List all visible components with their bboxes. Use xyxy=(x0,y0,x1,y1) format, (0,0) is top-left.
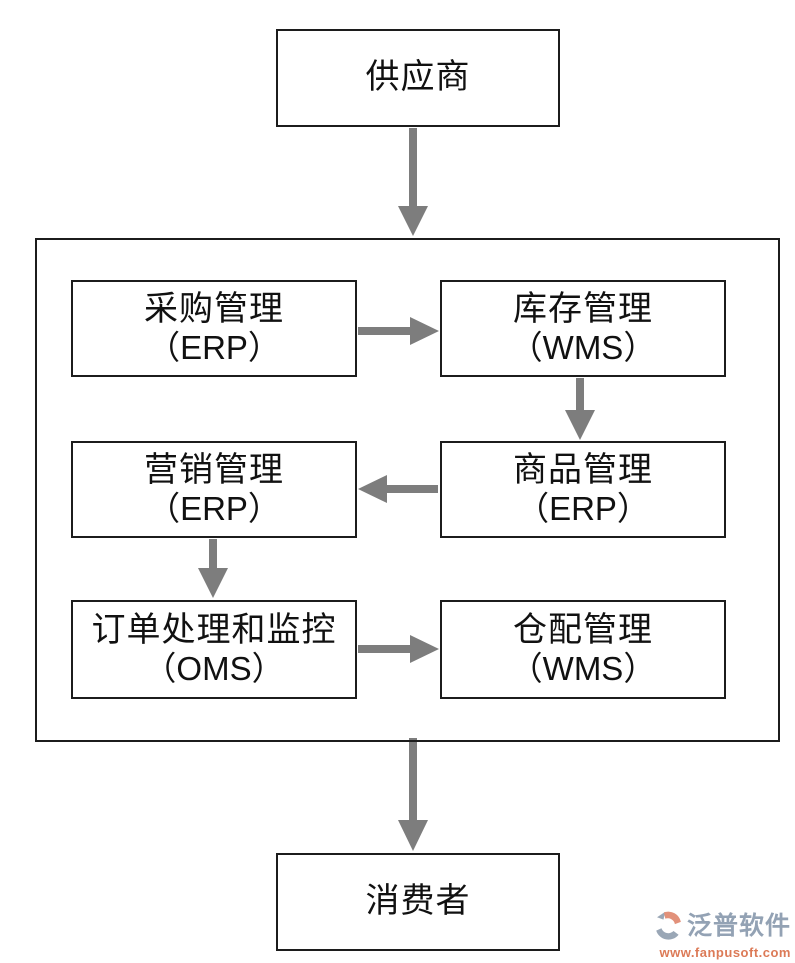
node-supplier: 供应商 xyxy=(276,29,560,127)
node-purchase-label: 采购管理 xyxy=(144,289,284,328)
node-marketing-label: 营销管理 xyxy=(144,450,284,489)
node-warehouse-distribution-management: 仓配管理 （WMS） xyxy=(440,600,726,699)
node-product-system: （ERP） xyxy=(516,490,650,528)
node-purchase-management: 采购管理 （ERP） xyxy=(71,280,357,377)
node-purchase-system: （ERP） xyxy=(147,329,281,367)
node-inventory-management: 库存管理 （WMS） xyxy=(440,280,726,377)
node-warehouse-system: （WMS） xyxy=(509,650,657,688)
arrow-supplier-to-system xyxy=(398,128,428,236)
arrow-system-to-consumer xyxy=(398,738,428,851)
fanpu-watermark: 泛普软件 www.fanpusoft.com xyxy=(652,907,791,959)
node-consumer-label: 消费者 xyxy=(365,882,471,921)
fanpu-logo-icon xyxy=(656,911,681,940)
node-order-label: 订单处理和监控 xyxy=(91,610,337,649)
node-warehouse-label: 仓配管理 xyxy=(513,610,653,649)
node-order-processing-monitoring: 订单处理和监控 （OMS） xyxy=(71,600,357,699)
node-inventory-label: 库存管理 xyxy=(513,289,653,328)
node-product-label: 商品管理 xyxy=(513,450,653,489)
node-order-system: （OMS） xyxy=(143,650,285,688)
node-inventory-system: （WMS） xyxy=(509,329,657,367)
node-marketing-system: （ERP） xyxy=(147,490,281,528)
node-consumer: 消费者 xyxy=(276,853,560,951)
system-boundary-box xyxy=(35,238,780,742)
brand-url: www.fanpusoft.com xyxy=(659,945,791,960)
brand-name: 泛普软件 xyxy=(686,911,791,940)
node-marketing-management: 营销管理 （ERP） xyxy=(71,441,357,538)
node-supplier-label: 供应商 xyxy=(365,58,471,97)
node-product-management: 商品管理 （ERP） xyxy=(440,441,726,538)
